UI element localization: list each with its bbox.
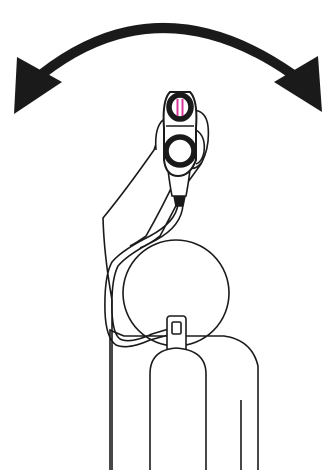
device-grip (167, 169, 191, 197)
double-headed-curved-arrow-icon (14, 23, 322, 114)
device-bottom-dial-inner (167, 138, 193, 164)
strap-inner (111, 203, 184, 342)
device-top-lens-inner (170, 96, 190, 118)
device-tail (173, 195, 186, 207)
strap (104, 203, 184, 348)
back-pack-outline (149, 347, 207, 470)
clip-slot (171, 321, 182, 335)
back-clip (166, 315, 187, 353)
arrow-arc (38, 23, 295, 79)
handheld-camera-icon (162, 91, 198, 207)
arrow-head-right (274, 56, 322, 112)
thumb-outline (195, 129, 206, 165)
raised-arm-inner-line (129, 177, 177, 247)
strap-outer (104, 203, 179, 348)
arrow-head-left (14, 57, 62, 114)
